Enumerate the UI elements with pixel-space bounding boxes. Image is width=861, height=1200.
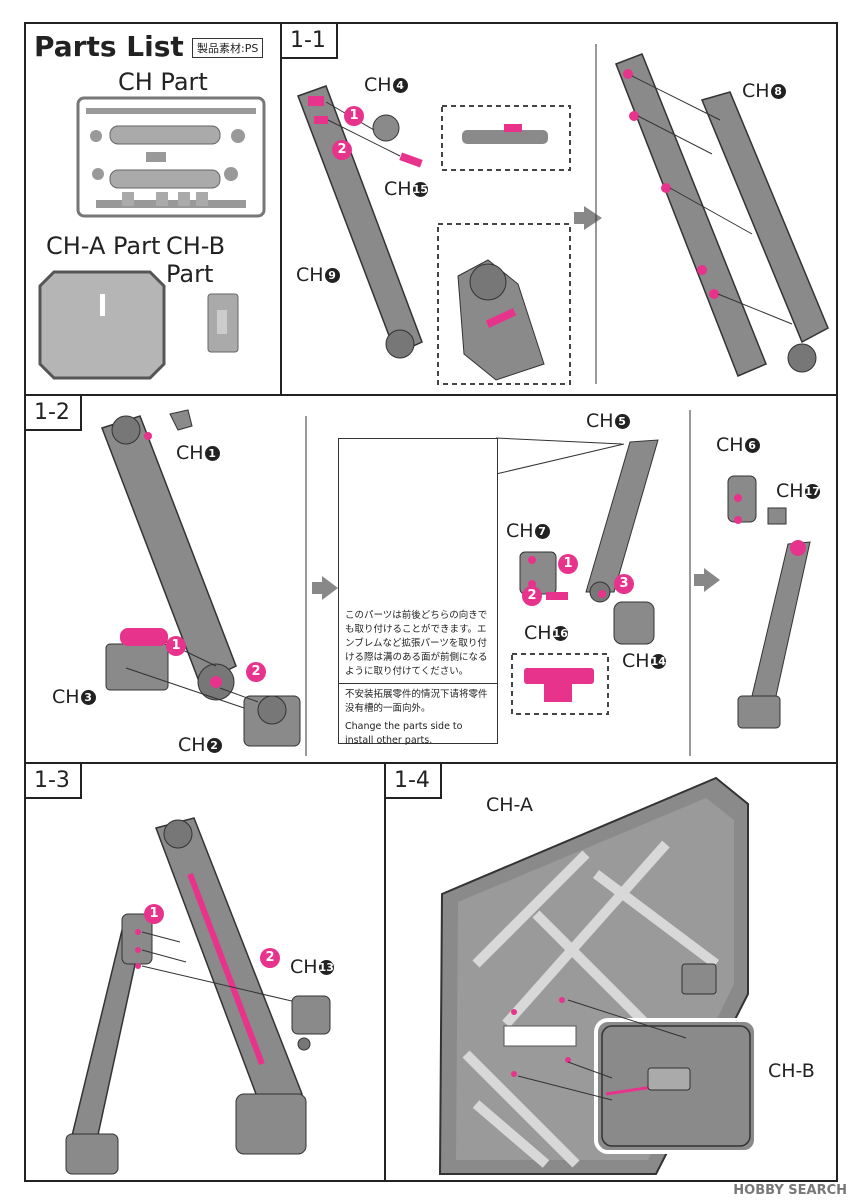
note-japanese: このパーツは前後どちらの向きでも取り付けることができます。エンブレムなど拡張パー… [345, 610, 488, 677]
orientation-note: このパーツは前後どちらの向きでも取り付けることができます。エンブレムなど拡張パー… [338, 438, 498, 746]
ch17-label: CH17 [776, 480, 820, 502]
step-1-3-illustration [65, 817, 331, 1175]
ch13-label: CH13 [290, 956, 334, 978]
ch14-label: CH14 [622, 650, 666, 672]
material-label: 製品素材:PS [192, 38, 264, 58]
marker-1: 1 [558, 554, 578, 574]
step-1-4-illustration [438, 776, 758, 1175]
ch-a-label: CH-A [486, 794, 533, 816]
step-1-2-illustration [101, 409, 811, 756]
runner-illustration [38, 96, 266, 380]
parts-list-panel: Parts List 製品素材:PS CH Part CH-A Part CH-… [24, 22, 282, 396]
step-number: 1-4 [386, 764, 442, 799]
marker-1: 1 [144, 904, 164, 924]
watermark: HOBBY SEARCH [733, 1183, 847, 1198]
step-1-4-panel: 1-4 CH-A CH-B [384, 762, 838, 1182]
step-1-2-panel: 1-2 [24, 394, 838, 764]
note-chinese: 不安装拓展零件的情況下请将零件没有槽的一面向外。 [345, 689, 488, 714]
note-english: Change the parts side to install other p… [345, 721, 463, 746]
ch-b-part-label: CH-B Part [166, 232, 226, 288]
ch-a-part-label: CH-A Part [46, 232, 161, 260]
ch16-label: CH16 [524, 622, 568, 644]
step-number: 1-3 [26, 764, 82, 799]
step-number: 1-2 [26, 396, 82, 431]
marker-3: 3 [614, 574, 634, 594]
step-1-1-illustration [297, 44, 829, 385]
ch15-label: CH15 [384, 178, 428, 200]
ch-part-label: CH Part [118, 68, 208, 96]
step-1-3-panel: 1-3 CH13 1 2 [24, 762, 386, 1182]
ch-b-label: CH-B [768, 1060, 815, 1082]
marker-2: 2 [260, 948, 280, 968]
marker-2: 2 [246, 662, 266, 682]
step-number: 1-1 [282, 24, 338, 59]
marker-2: 2 [522, 586, 542, 606]
marker-2: 2 [332, 140, 352, 160]
marker-1: 1 [344, 106, 364, 126]
marker-1: 1 [166, 636, 186, 656]
parts-list-title: Parts List [34, 30, 184, 63]
